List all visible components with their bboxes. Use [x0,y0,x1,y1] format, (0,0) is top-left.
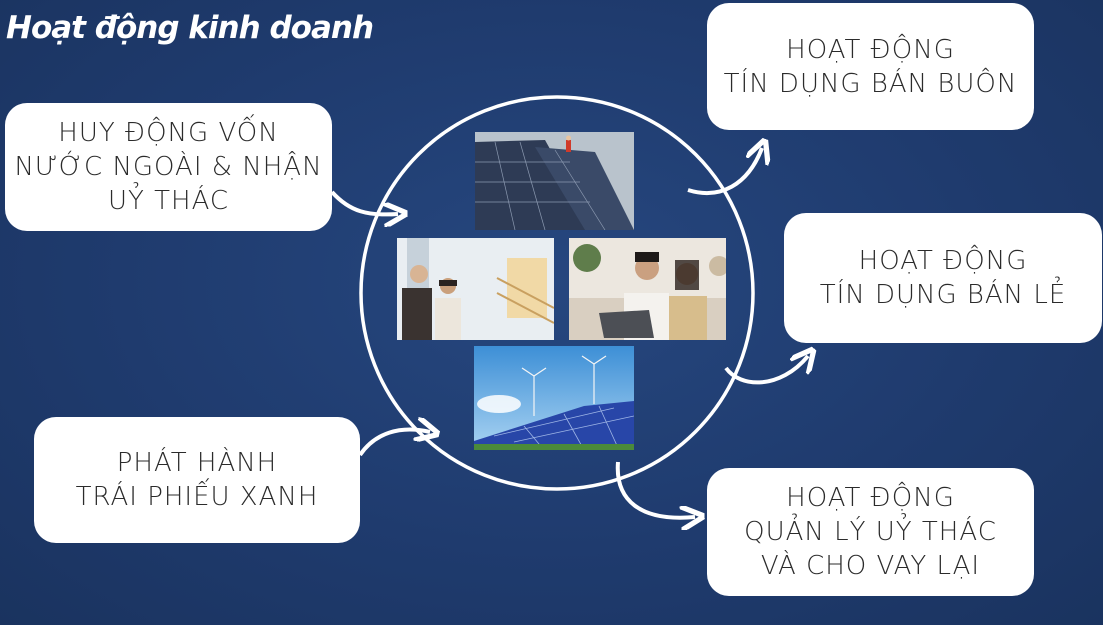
box-line: HOẠT ĐỘNG [858,246,1028,276]
arrow-circle-to-le [724,356,808,385]
box-line: TÍN DỤNG BÁN BUÔN [723,68,1018,99]
box-line: PHÁT HÀNH [116,448,278,478]
box-line: TRÁI PHIẾU XANH [75,482,319,512]
couple-laptop-photo [569,238,726,340]
business-people-photo [397,238,554,340]
arrow-phat-to-circle [358,430,430,457]
box-line: HUY ĐỘNG VỐN [58,118,279,148]
box-tin-dung-ban-le: HOẠT ĐỘNG TÍN DỤNG BÁN LẺ [784,213,1102,343]
box-line: VÀ CHO VAY LẠI [760,551,981,581]
arrow-circle-to-si [687,148,762,195]
box-line: UỶ THÁC [107,186,230,216]
solar-rooftop-photo [475,132,634,230]
box-huy-dong-von: HUY ĐỘNG VỐN NƯỚC NGOÀI & NHẬN UỶ THÁC [5,103,332,231]
box-tin-dung-ban-buon: HOẠT ĐỘNG TÍN DỤNG BÁN BUÔN [707,3,1034,130]
arrow-circle-to-qly [615,461,695,518]
box-line: NƯỚC NGOÀI & NHẬN [14,152,323,182]
box-line: HOẠT ĐỘNG [786,483,955,513]
box-line: TÍN DỤNG BÁN LẺ [819,280,1067,310]
cycle-circle [359,95,755,491]
page-title: Hoạt động kinh doanh [6,10,374,46]
box-quan-ly-uy-thac: HOẠT ĐỘNG QUẢN LÝ UỶ THÁC VÀ CHO VAY LẠI [707,468,1034,596]
box-line: HOẠT ĐỘNG [786,34,955,65]
box-line: QUẢN LÝ UỶ THÁC [744,517,997,547]
solar-farm-photo [474,346,634,450]
arrow-huy-to-circle [330,190,398,214]
box-phat-hanh-trai-phieu: PHÁT HÀNH TRÁI PHIẾU XANH [34,417,360,543]
